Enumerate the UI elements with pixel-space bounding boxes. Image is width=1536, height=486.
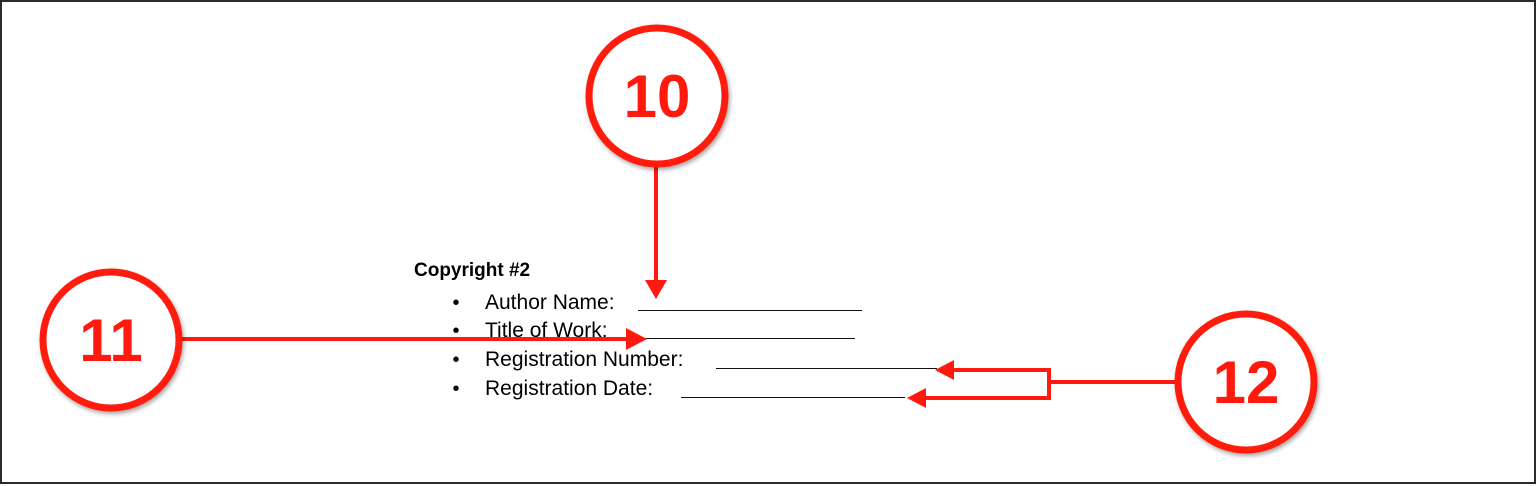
callout-10-circle-icon [585,24,729,168]
callout-10-number: 10 [624,63,691,130]
bullet-icon: • [452,349,460,371]
callout-10-arrow [645,166,667,299]
section-heading: Copyright #2 [414,260,531,281]
field-label: Registration Date: [485,377,654,400]
author-name-blank[interactable] [638,310,862,311]
callout-11-circle-icon [39,268,183,412]
field-label: Registration Number: [485,348,684,371]
registration-number-blank[interactable] [716,368,937,369]
callout-12-circle-icon [1174,310,1318,454]
bullet-icon: • [452,292,460,314]
field-label: Title of Work: [485,319,608,342]
registration-date-blank[interactable] [681,397,905,398]
field-label: Author Name: [485,291,615,314]
callout-12-number: 12 [1213,349,1280,416]
callout-12-bracket-arrow [907,360,1176,408]
bullet-icon: • [452,320,460,342]
bullet-icon: • [452,378,460,400]
title-of-work-blank[interactable] [642,338,855,339]
callout-11-number: 11 [79,307,142,374]
